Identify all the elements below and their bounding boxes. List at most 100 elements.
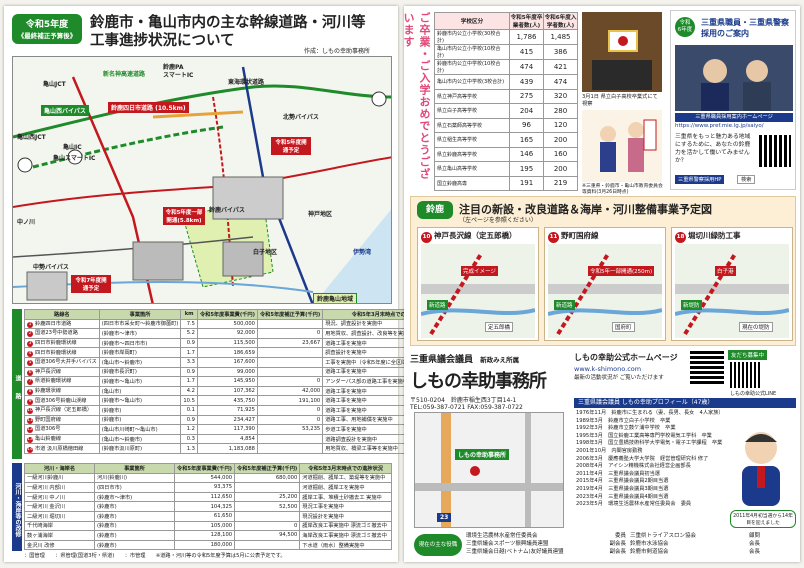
road-supp: 191,100 bbox=[256, 395, 324, 406]
river-supp: 680,000 bbox=[234, 472, 301, 484]
river-name: 一級河川 中ノ川 bbox=[24, 491, 95, 503]
office-name: しもの幸助事務所 bbox=[410, 371, 547, 392]
road-budget: 500,000 bbox=[196, 318, 258, 330]
river-col-status: 令和5年3月末時点での進捗状況 bbox=[299, 463, 392, 474]
river-place: (鈴鹿市) bbox=[94, 510, 175, 522]
role-row: 三重県議会日越(ベトナム)友好議員連盟副会長 bbox=[466, 548, 626, 556]
year-badge-line1: 令和5年度 bbox=[25, 20, 69, 30]
map-note-open: 令和5年度一部開通(5.8km) bbox=[163, 207, 205, 225]
map-note-r5: 令和5年度開通予定 bbox=[271, 137, 311, 155]
road-table: 路線名 事業箇所 km 令和5年度事業費(千円) 令和5年度補正予算(千円) 令… bbox=[24, 309, 457, 454]
river-status: 護岸工事、堆積土砂撤去工 実施中 bbox=[299, 491, 392, 503]
school-name: 亀山市内公立中学校(3校合計) bbox=[434, 74, 510, 90]
route-number-icon: 6 bbox=[27, 369, 33, 376]
role-title: 副会長 bbox=[609, 541, 626, 547]
map-label-shiroko: 白子地区 bbox=[253, 249, 278, 256]
road-name: 鈴鹿環状線 bbox=[35, 388, 61, 395]
right-page: ご卒業・ご入学おめでとうございます 学校区分 令和5年度卒業者数(人) 令和6年… bbox=[402, 6, 800, 562]
road-km: 0.3 bbox=[180, 433, 198, 445]
school-grad: 415 bbox=[509, 44, 544, 60]
school-grad: 165 bbox=[509, 132, 544, 148]
role-row: 三重県議会スポーツ振興議員連盟副会長 bbox=[466, 540, 626, 548]
office-map: しもの幸助事務所 23 bbox=[414, 412, 564, 528]
recruit-badge-line1: 令和 bbox=[679, 20, 691, 26]
author: 作成：しもの幸助事務所 bbox=[304, 48, 371, 55]
office-map-label: しもの幸助事務所 bbox=[455, 449, 510, 460]
road-name: 国道306号鈴鹿山渓線 bbox=[35, 397, 87, 404]
road-place: (鈴鹿市岸岡町) bbox=[98, 347, 182, 358]
role-title: 委員 bbox=[614, 533, 626, 539]
qr-code-line-icon[interactable] bbox=[730, 362, 760, 388]
search-button[interactable]: 検索 bbox=[737, 175, 756, 184]
road-supp: 0 bbox=[256, 404, 324, 416]
qr-code-recruit-icon[interactable] bbox=[759, 135, 791, 167]
recruit-url-label[interactable]: 三重県職員採用案内ホームページ bbox=[675, 113, 793, 122]
school-grad: 191 bbox=[509, 175, 544, 191]
hp-url[interactable]: www.k-shimono.com bbox=[574, 365, 642, 373]
road-name: 野町国府線 bbox=[35, 416, 61, 423]
river-budget: 112,650 bbox=[173, 491, 236, 503]
project-new-road: 新堤防 bbox=[681, 300, 702, 310]
police-hp-label[interactable]: 三重県警察採用HP bbox=[675, 175, 725, 184]
role-name: 鈴鹿市水泳協会 bbox=[630, 541, 669, 547]
school-enter: 200 bbox=[543, 132, 578, 148]
road-km: 0.9 bbox=[180, 366, 198, 378]
road-budget: 435,750 bbox=[196, 395, 258, 406]
road-place: (鈴鹿市〜亀山市) bbox=[98, 376, 182, 387]
road-col-place: 事業箇所 bbox=[98, 309, 182, 320]
school-enter: 160 bbox=[543, 146, 578, 162]
river-supp: 0 bbox=[234, 520, 301, 532]
road-name: 国道23号中勢道路 bbox=[35, 330, 78, 337]
road-place: (鈴鹿市〜亀山市) bbox=[98, 395, 182, 406]
profile-entry: 2008年4月 アイシン精機株式会社経営企画部長 bbox=[576, 463, 691, 470]
qr-code-hp-icon[interactable] bbox=[690, 350, 724, 384]
river-budget: 105,000 bbox=[173, 520, 236, 532]
road-km: 1.7 bbox=[180, 376, 198, 387]
road-name: 国道306号 bbox=[35, 426, 61, 433]
road-supp: 23,667 bbox=[256, 337, 324, 349]
role-name: 鈴鹿市剣道協会 bbox=[630, 549, 669, 555]
profile-title: 三重県議会議員 しもの幸助プロフィール（47歳） bbox=[574, 398, 796, 408]
river-name: 二級河川 堀切川 bbox=[24, 510, 95, 522]
river-supp bbox=[234, 510, 301, 522]
river-status: 河道掘削、護岸工、築堤等を実施中 bbox=[299, 472, 392, 484]
river-place: (鈴鹿市) bbox=[94, 530, 175, 541]
school-name: 鈴鹿市内公立中学校(10校合計) bbox=[434, 59, 510, 75]
road-col-supp: 令和5年度補正予算(千円) bbox=[256, 309, 324, 320]
recruit-body: 三重県をもっと魅力ある地域にするために、あなたの鈴鹿力を活かして働いてみませんか… bbox=[675, 134, 751, 164]
route-number-icon: 10 bbox=[27, 408, 33, 415]
office-block: 三重県議会議員 新政みえ所属 しもの幸助事務所 〒510-0204 鈴鹿市稲生西… bbox=[410, 352, 572, 411]
recruit-url[interactable]: https://www.pref.mie.lg.jp/saiyo/ bbox=[675, 123, 764, 129]
river-budget: 93,375 bbox=[173, 482, 236, 493]
road-budget: 186,659 bbox=[196, 347, 258, 358]
school-name: 県立神戸高等学校 bbox=[434, 88, 510, 104]
profile-entry: 2019年4月 三重県議会議員3期目当選 bbox=[576, 485, 669, 492]
map-label-smart-ic-top: スマートIC bbox=[163, 72, 194, 79]
road-km: 1.3 bbox=[180, 443, 198, 454]
road-budget: 115,500 bbox=[196, 337, 258, 349]
role-title: 副会長 bbox=[609, 549, 626, 555]
profile-entry: 1989年3月 鈴鹿市立白子小学校 卒業 bbox=[576, 417, 671, 424]
school-grad: 96 bbox=[509, 117, 544, 133]
school-name: 県立白子高等学校 bbox=[434, 103, 510, 119]
road-budget: 71,925 bbox=[196, 404, 258, 416]
project-note: 完成イメージ bbox=[461, 266, 498, 276]
river-table-wrap: 河川・海岸等の改修 河川・海岸名 事業箇所 令和5年度事業費(千円) 令和5年度… bbox=[12, 463, 392, 551]
